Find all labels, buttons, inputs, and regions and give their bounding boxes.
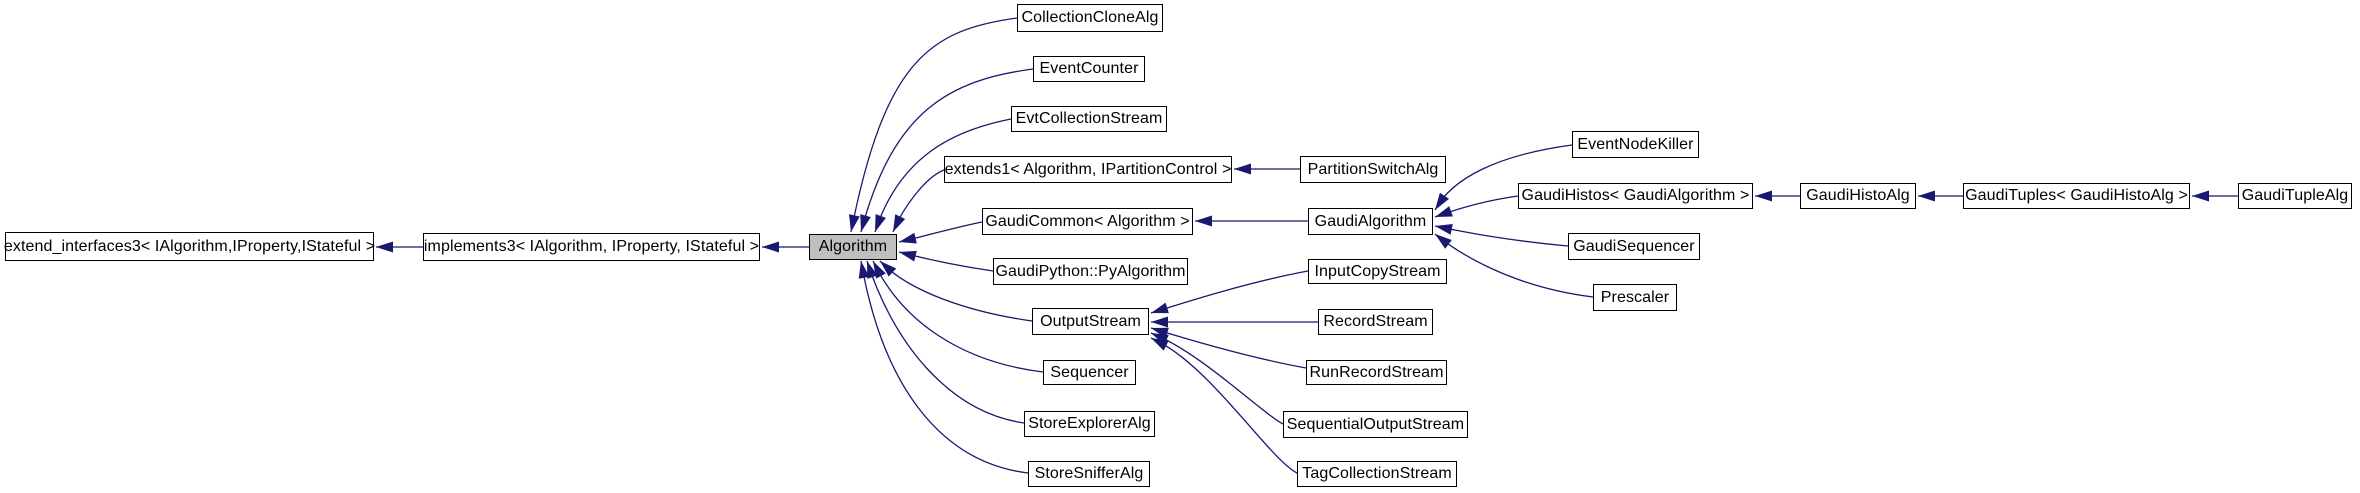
edge-outputstream-to-algorithm <box>879 260 1033 322</box>
edge-gaudipython_pyalgorithm-to-algorithm <box>898 250 994 272</box>
edge-recordstream-to-outputstream <box>1151 316 1318 328</box>
node-gaudicommon[interactable]: GaudiCommon< Algorithm > <box>982 208 1193 235</box>
arrowhead <box>867 261 878 279</box>
inheritance-edge <box>860 260 1029 474</box>
node-inputcopystream[interactable]: InputCopyStream <box>1308 259 1447 284</box>
edge-tagcollectionstream-to-outputstream <box>1150 337 1298 474</box>
node-gaudituples[interactable]: GaudiTuples< GaudiHistoAlg > <box>1963 183 2190 209</box>
edge-eventcounter-to-algorithm <box>860 68 1034 233</box>
node-storeexploreralg[interactable]: StoreExplorerAlg <box>1024 411 1155 437</box>
arrowhead <box>1151 316 1168 328</box>
inheritance-edge <box>850 17 1018 233</box>
arrowhead <box>858 261 870 279</box>
arrowhead <box>2192 190 2209 202</box>
node-partitionswitchalg[interactable]: PartitionSwitchAlg <box>1300 156 1446 183</box>
inheritance-edge <box>1434 225 1569 247</box>
arrowhead <box>899 232 917 244</box>
node-gaudihistoalg[interactable]: GaudiHistoAlg <box>1800 183 1916 209</box>
inheritance-edge <box>874 118 1012 233</box>
edge-inputcopystream-to-outputstream <box>1150 270 1309 314</box>
edge-implements3-to-extend_interfaces3 <box>376 241 423 253</box>
node-gaudipython_pyalgorithm[interactable]: GaudiPython::PyAlgorithm <box>993 258 1188 285</box>
arrowhead <box>860 214 871 232</box>
edge-gaudituplealg-to-gaudituples <box>2192 190 2238 202</box>
arrowhead <box>849 214 860 232</box>
edge-gaudicommon-to-algorithm <box>898 221 983 244</box>
edge-eventnodekiller-to-gaudialgorithm <box>1434 144 1573 211</box>
arrowhead <box>1435 192 1450 210</box>
node-extend_interfaces3[interactable]: extend_interfaces3< IAlgorithm,IProperty… <box>4 232 375 261</box>
node-gaudituplealg[interactable]: GaudiTupleAlg <box>2238 183 2352 209</box>
node-sequentialoutputstream[interactable]: SequentialOutputStream <box>1283 411 1468 438</box>
arrowhead <box>1435 234 1452 249</box>
edge-evtcollectionstream-to-algorithm <box>874 118 1012 233</box>
edge-gaudituples-to-gaudihistoalg <box>1918 190 1963 202</box>
node-evtcollectionstream[interactable]: EvtCollectionStream <box>1011 106 1167 132</box>
inheritance-edge <box>1150 327 1307 369</box>
node-tagcollectionstream[interactable]: TagCollectionStream <box>1297 461 1457 487</box>
inheritance-edge <box>872 260 1044 373</box>
edge-partitionswitchalg-to-extends1 <box>1234 163 1300 175</box>
arrowhead <box>880 261 897 277</box>
arrowhead <box>1195 215 1212 227</box>
edge-extends1-to-algorithm <box>892 169 945 233</box>
node-outputstream[interactable]: OutputStream <box>1032 308 1149 335</box>
inheritance-edge <box>1150 337 1298 474</box>
node-gaudialgorithm[interactable]: GaudiAlgorithm <box>1308 208 1433 235</box>
node-eventnodekiller[interactable]: EventNodeKiller <box>1572 131 1699 158</box>
inheritance-edge <box>860 68 1034 233</box>
edge-runrecordstream-to-outputstream <box>1150 327 1307 369</box>
arrowhead <box>893 214 906 232</box>
node-extends1[interactable]: extends1< Algorithm, IPartitionControl > <box>944 156 1232 183</box>
node-algorithm[interactable]: Algorithm <box>809 234 897 260</box>
node-prescaler[interactable]: Prescaler <box>1593 284 1677 311</box>
node-recordstream[interactable]: RecordStream <box>1318 309 1433 335</box>
arrowhead <box>1151 338 1169 351</box>
edge-collectionclonealg-to-algorithm <box>849 17 1018 233</box>
node-collectionclonealg[interactable]: CollectionCloneAlg <box>1017 4 1163 32</box>
edge-prescaler-to-gaudialgorithm <box>1434 233 1594 298</box>
arrowhead <box>1435 206 1453 217</box>
arrowhead <box>376 241 393 253</box>
arrowhead <box>1435 223 1453 235</box>
node-gaudihistos[interactable]: GaudiHistos< GaudiAlgorithm > <box>1518 183 1753 209</box>
arrowhead <box>875 214 886 232</box>
node-sequencer[interactable]: Sequencer <box>1043 360 1136 385</box>
edge-storesnifferalg-to-algorithm <box>858 260 1029 474</box>
edge-gaudihistoalg-to-gaudihistos <box>1755 190 1800 202</box>
arrowhead <box>899 250 917 262</box>
node-runrecordstream[interactable]: RunRecordStream <box>1306 360 1447 385</box>
node-implements3[interactable]: implements3< IAlgorithm, IProperty, ISta… <box>423 233 760 261</box>
arrowhead <box>762 241 779 253</box>
edge-algorithm-to-implements3 <box>762 241 809 253</box>
edge-storeexploreralg-to-algorithm <box>866 260 1025 424</box>
node-eventcounter[interactable]: EventCounter <box>1033 56 1145 82</box>
inheritance-edge <box>866 260 1025 424</box>
arrowhead <box>1151 302 1169 314</box>
node-gaudisequencer[interactable]: GaudiSequencer <box>1568 233 1700 260</box>
node-storesnifferalg[interactable]: StoreSnifferAlg <box>1028 461 1150 487</box>
arrowhead <box>1234 163 1251 175</box>
arrowhead <box>1918 190 1935 202</box>
edge-gaudihistos-to-gaudialgorithm <box>1434 195 1519 218</box>
edge-gaudisequencer-to-gaudialgorithm <box>1434 223 1569 247</box>
arrowhead <box>1755 190 1772 202</box>
edge-gaudialgorithm-to-gaudicommon <box>1195 215 1308 227</box>
